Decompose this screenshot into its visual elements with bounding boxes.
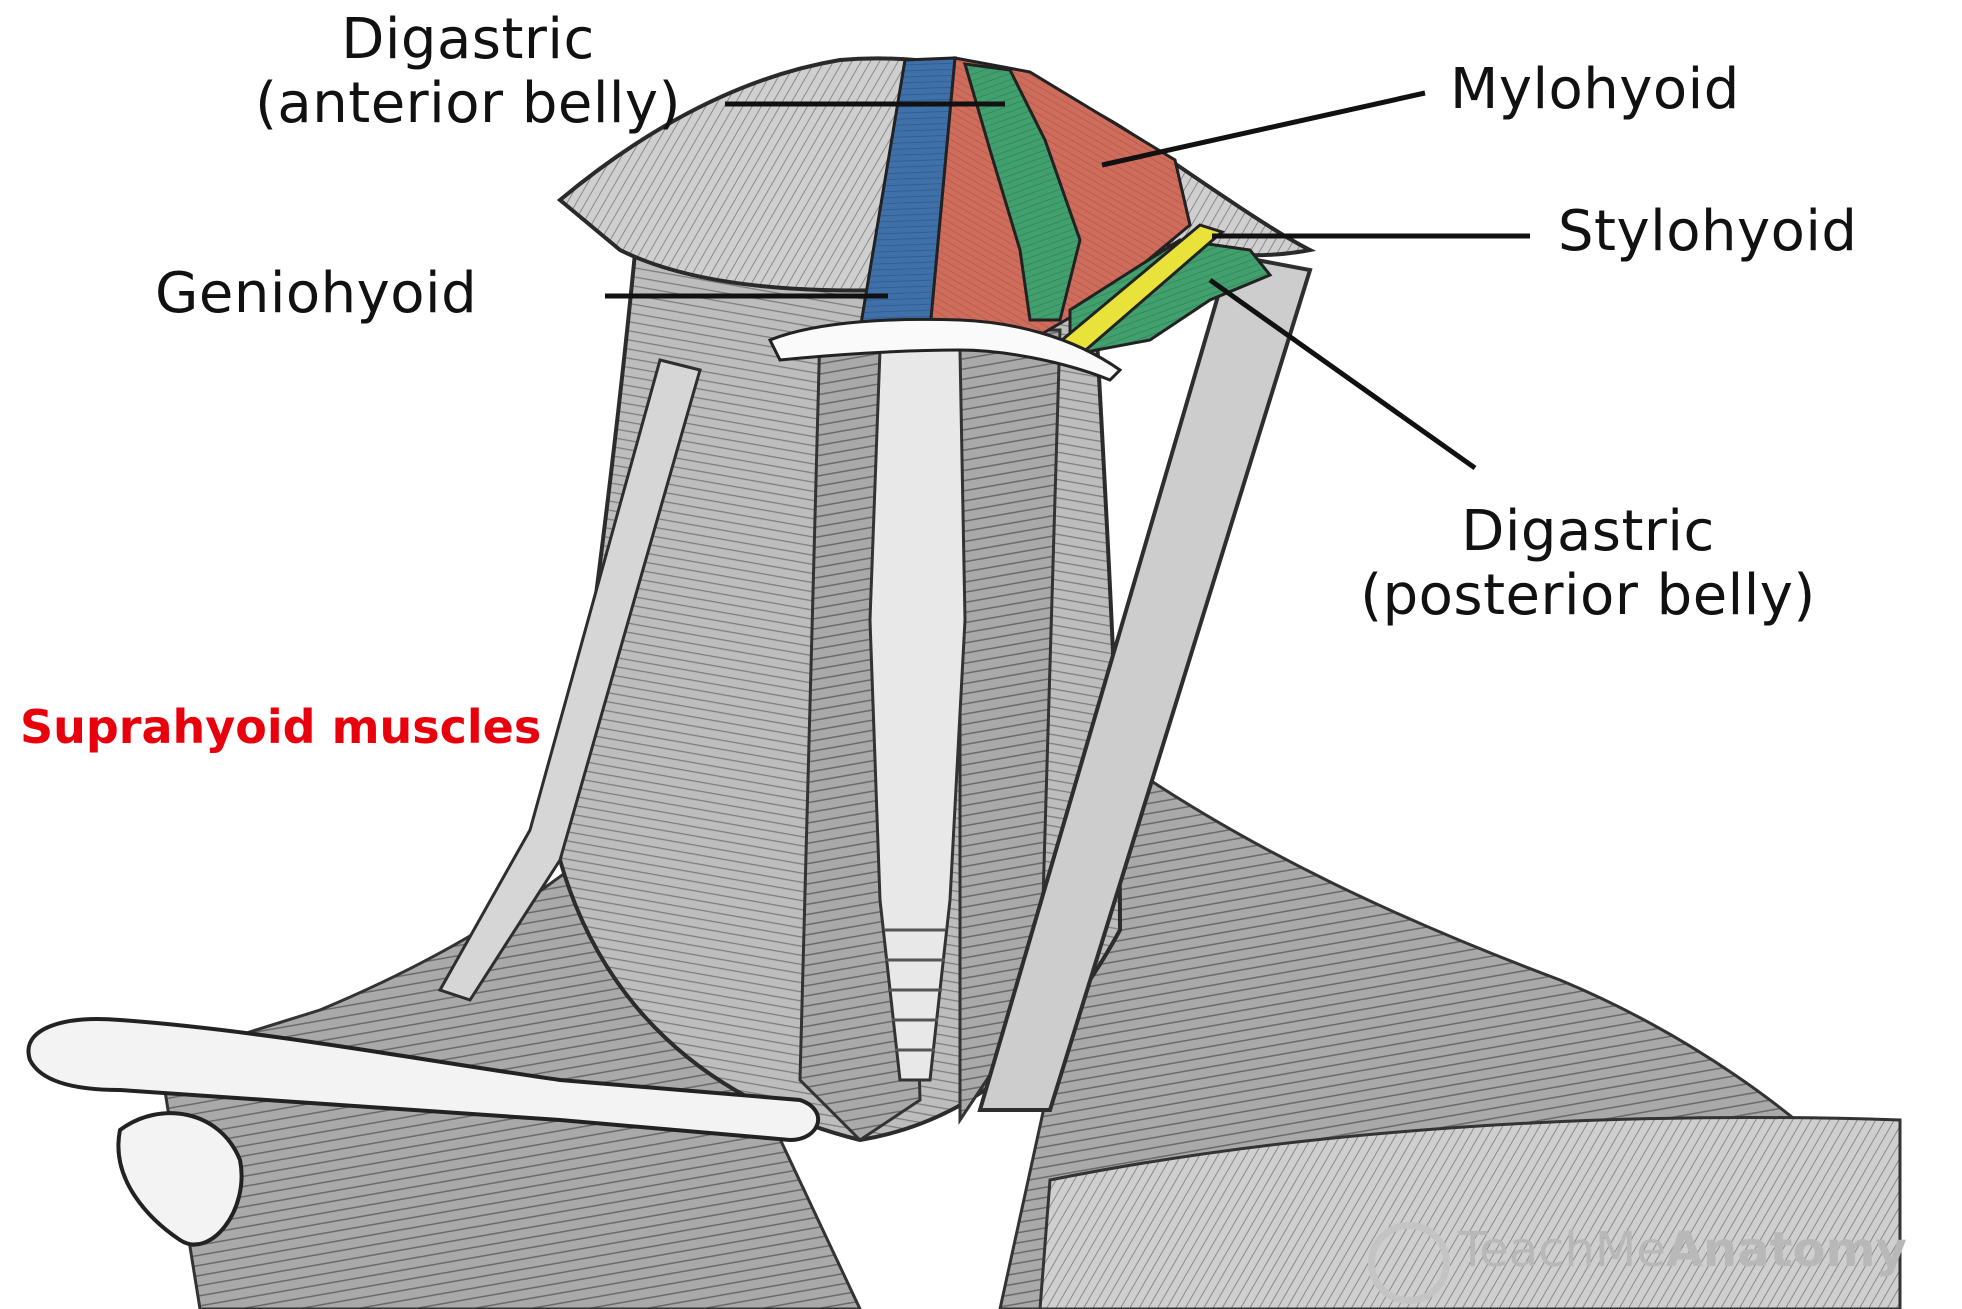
label-geniohyoid: Geniohyoid <box>155 262 477 326</box>
label-digastric-posterior-detail: (posterior belly) <box>1318 564 1858 628</box>
label-mylohyoid-name: Mylohyoid <box>1450 57 1740 122</box>
figure-title: Suprahyoid muscles <box>20 700 541 754</box>
label-geniohyoid-name: Geniohyoid <box>155 261 477 326</box>
label-digastric-anterior-name: Digastric <box>208 8 728 72</box>
label-digastric-posterior: Digastric (posterior belly) <box>1318 500 1858 628</box>
watermark: TeachMeAnatomy <box>1458 1222 1907 1278</box>
copyright-icon <box>1368 1222 1450 1304</box>
watermark-prefix: Teach <box>1458 1222 1595 1278</box>
watermark-bold: Anatomy <box>1666 1222 1907 1278</box>
watermark-middle: Me <box>1595 1222 1666 1278</box>
label-stylohyoid: Stylohyoid <box>1558 200 1857 264</box>
label-digastric-anterior: Digastric (anterior belly) <box>208 8 728 136</box>
label-stylohyoid-name: Stylohyoid <box>1558 199 1857 264</box>
label-digastric-anterior-detail: (anterior belly) <box>208 72 728 136</box>
scapula-left <box>118 1113 241 1244</box>
label-mylohyoid: Mylohyoid <box>1450 58 1740 122</box>
label-digastric-posterior-name: Digastric <box>1318 500 1858 564</box>
